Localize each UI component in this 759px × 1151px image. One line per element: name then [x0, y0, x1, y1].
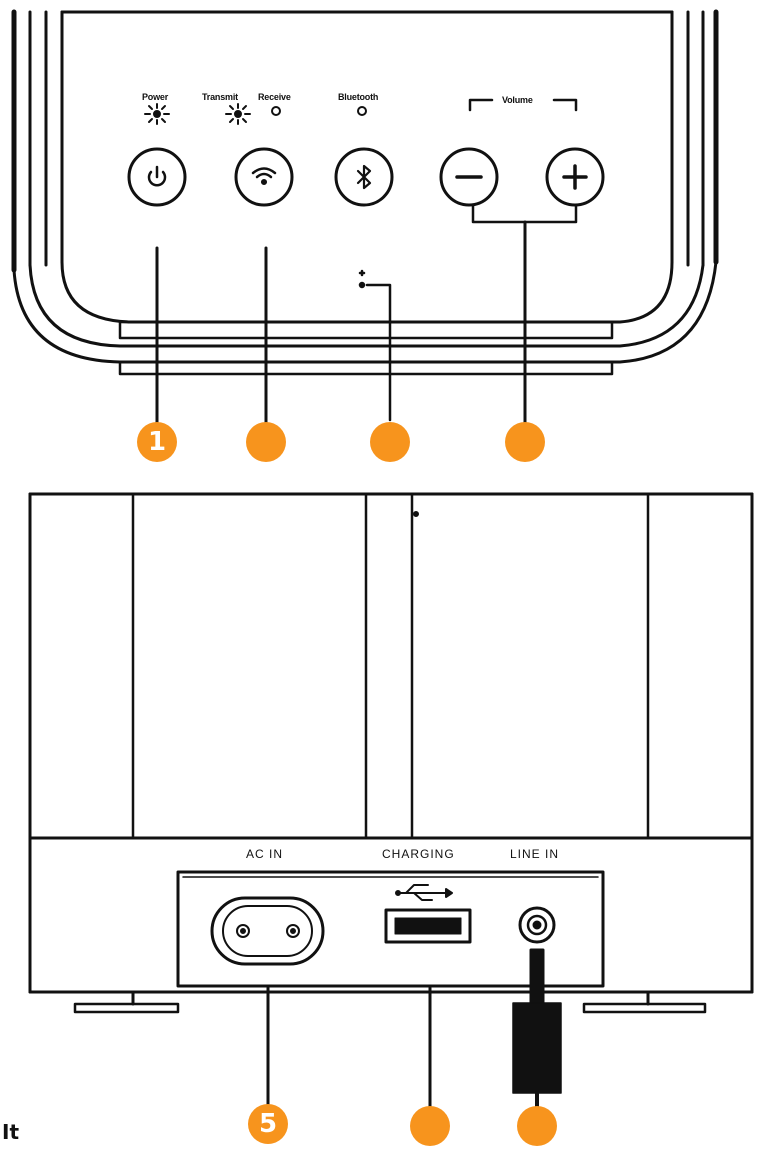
callout-3	[370, 422, 410, 462]
ac-in-label: AC IN	[246, 847, 284, 861]
power-icon	[147, 165, 167, 187]
power-button[interactable]	[127, 147, 187, 207]
callout-6	[410, 1106, 450, 1146]
volume-bracket-bottom	[471, 203, 578, 224]
volume-down-button[interactable]	[439, 147, 499, 207]
bluetooth-indicator-label: Bluetooth	[338, 92, 379, 102]
bluetooth-button[interactable]	[334, 147, 394, 207]
wireless-button[interactable]	[234, 147, 294, 207]
microphone-mark	[358, 269, 392, 422]
rear-panel-outline	[28, 492, 754, 1014]
power-indicator-label: Power	[142, 92, 169, 102]
callout-1: 1	[137, 422, 177, 462]
stray-text: It	[2, 1120, 20, 1144]
top-panel-outline	[11, 9, 719, 376]
callout-2	[246, 422, 286, 462]
line-in-jack[interactable]	[518, 906, 556, 944]
charging-label: CHARGING	[382, 847, 455, 861]
bluetooth-led	[357, 106, 367, 116]
power-led-burst	[144, 103, 170, 125]
receive-indicator-label: Receive	[258, 92, 291, 102]
plus-icon	[562, 164, 588, 190]
wifi-icon	[251, 167, 277, 186]
receive-led	[271, 106, 281, 116]
transmit-led-burst	[225, 103, 251, 125]
port-plate	[176, 870, 605, 988]
callout-5: 5	[248, 1104, 288, 1144]
usb-charging-port[interactable]	[384, 884, 472, 944]
ac-in-socket[interactable]	[210, 896, 325, 966]
volume-bracket-top	[468, 98, 578, 112]
callout-7	[517, 1106, 557, 1146]
callout-4	[505, 422, 545, 462]
usb-icon	[395, 884, 453, 901]
transmit-indicator-label: Transmit	[202, 92, 238, 102]
bluetooth-icon	[356, 164, 372, 190]
volume-label: Volume	[502, 95, 533, 105]
audio-cable-plug	[512, 948, 562, 1117]
volume-up-button[interactable]	[545, 147, 605, 207]
line-in-label: LINE IN	[510, 847, 560, 861]
